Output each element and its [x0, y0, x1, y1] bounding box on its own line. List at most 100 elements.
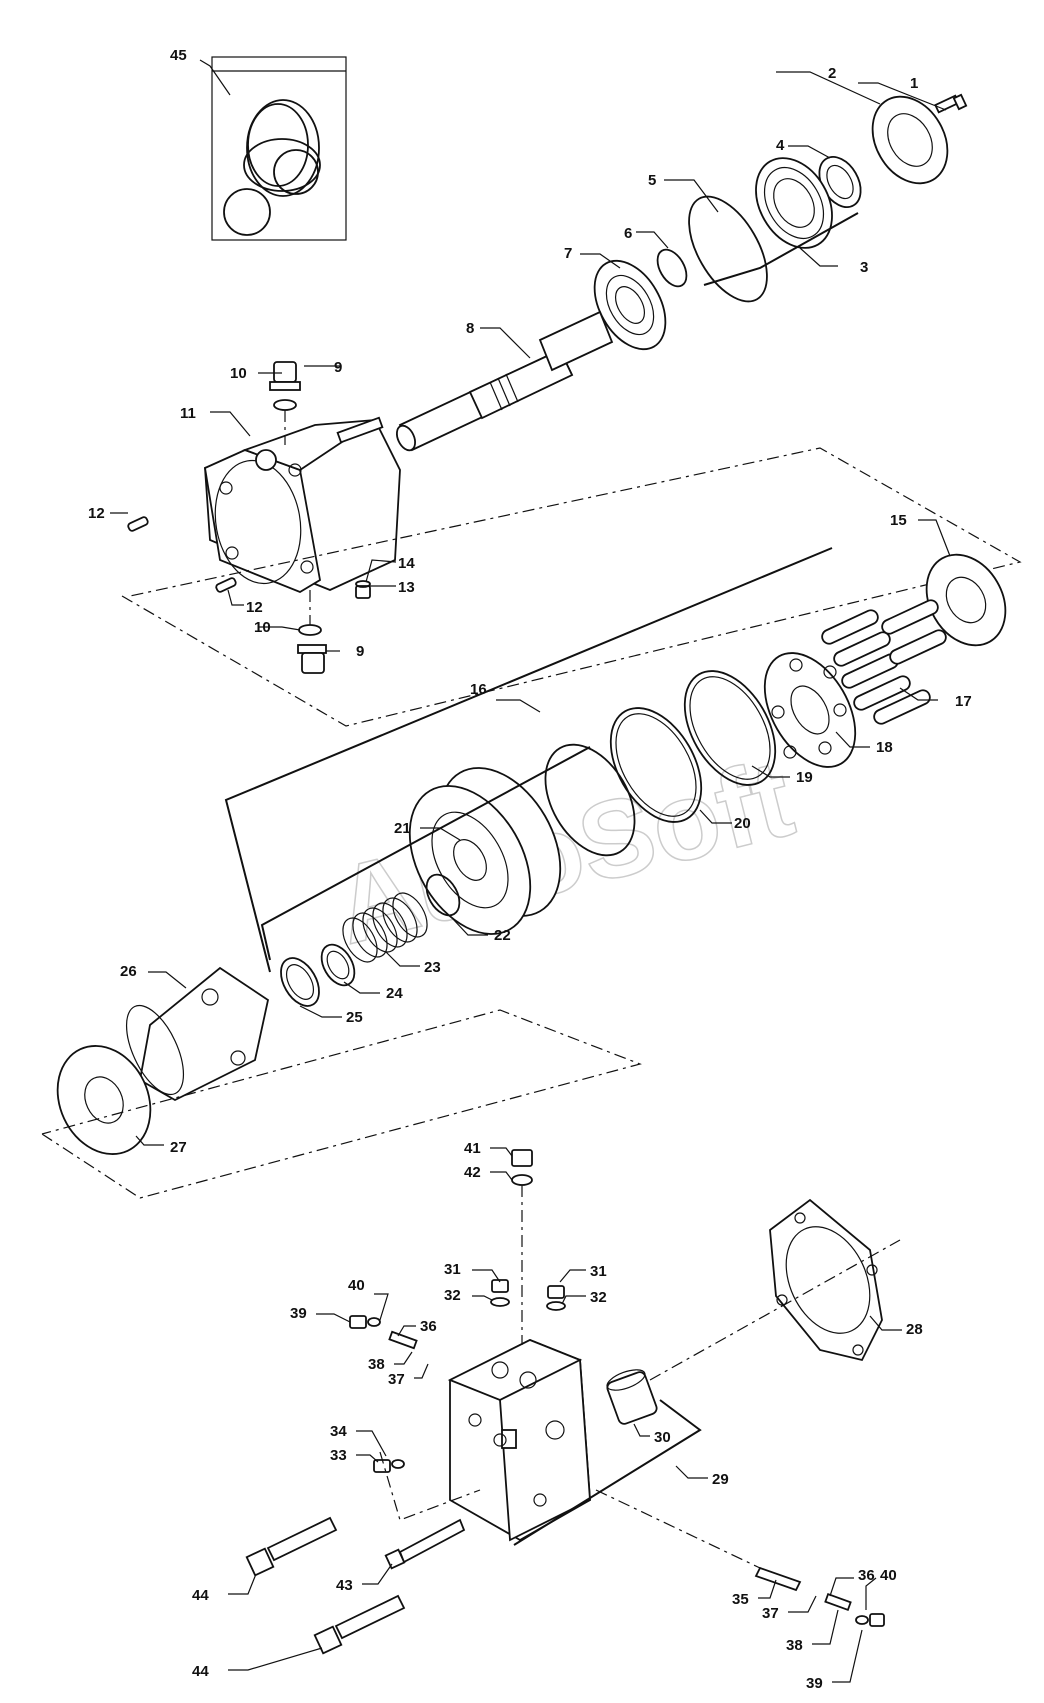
callout-43: 43: [336, 1577, 353, 1594]
dowel-pin-upper: [127, 516, 149, 532]
callout-24: 24: [386, 985, 403, 1002]
callout-32-right: 32: [590, 1289, 607, 1306]
valve-plate: [56, 1045, 152, 1155]
group-bracket-21: [260, 746, 591, 961]
callout-40-upper: 40: [348, 1277, 365, 1294]
callout-4: 4: [776, 137, 785, 154]
thrust-washer: [280, 957, 320, 1007]
callout-38-upper: 38: [368, 1356, 385, 1373]
port-block: [447, 1339, 591, 1542]
seal-ring: [818, 156, 862, 208]
callout-12-upper: 12: [88, 505, 105, 522]
valve-35: [754, 1566, 802, 1592]
assembly-line-gasket: [649, 1239, 901, 1381]
assembly-line-upper: [121, 447, 1022, 727]
shaft-seal: [755, 157, 833, 249]
bolt-44-lower: [313, 1594, 406, 1655]
group-bracket-3: [703, 212, 859, 286]
bolt-43: [384, 1518, 466, 1570]
callout-15: 15: [890, 512, 907, 529]
callout-9-bottom: 9: [356, 643, 364, 660]
pistons: [821, 599, 947, 725]
callout-39-upper: 39: [290, 1305, 307, 1322]
callout-30: 30: [654, 1429, 671, 1446]
callout-16: 16: [470, 681, 487, 698]
callout-23: 23: [424, 959, 441, 976]
spring: [342, 892, 428, 963]
callout-5: 5: [648, 172, 656, 189]
callout-10-bottom: 10: [254, 619, 271, 636]
assembly-line-valve: [595, 1489, 761, 1569]
retaining-plate: [925, 553, 1007, 647]
assembly-line-middle: [41, 1009, 642, 1199]
bushing: [606, 1369, 658, 1425]
plug-39-lower: [855, 1613, 885, 1627]
callout-41: 41: [464, 1140, 481, 1157]
callout-20: 20: [734, 815, 751, 832]
callout-7: 7: [564, 245, 572, 262]
drive-shaft: [396, 310, 614, 452]
plug-31-left: [490, 1279, 510, 1307]
callout-44-lower: 44: [192, 1663, 209, 1680]
callout-9-top: 9: [334, 359, 342, 376]
callout-6: 6: [624, 225, 632, 242]
callout-45: 45: [170, 47, 187, 64]
plug-39-upper: [349, 1315, 381, 1329]
snap-ring: [656, 248, 688, 288]
retainer-plate: [763, 652, 857, 768]
callout-2: 2: [828, 65, 836, 82]
cylinder-ring: [544, 743, 636, 857]
callout-40-lower: 40: [880, 1567, 897, 1584]
spring-38-lower: [824, 1592, 852, 1612]
callout-28: 28: [906, 1321, 923, 1338]
dowel-pin-lower: [215, 577, 237, 593]
callout-36-upper: 36: [420, 1318, 437, 1335]
plug-top: [269, 361, 301, 445]
callout-26: 26: [120, 963, 137, 980]
callout-12-lower: 12: [246, 599, 263, 616]
plug-41: [511, 1149, 533, 1345]
callout-labels: 1 2 3 4 5 6 7 8 9 10 11 12 12 13 14 10 9…: [88, 47, 972, 1692]
orifice-plug: [355, 580, 371, 599]
seal-kit-bag: [211, 56, 347, 241]
pump-housing: [204, 416, 401, 594]
callout-3: 3: [860, 259, 868, 276]
callout-18: 18: [876, 739, 893, 756]
callout-38-lower: 38: [786, 1637, 803, 1654]
spring-seat: [320, 943, 356, 987]
callout-27: 27: [170, 1139, 187, 1156]
callout-25: 25: [346, 1009, 363, 1026]
callout-21: 21: [394, 820, 411, 837]
screw: [934, 93, 968, 114]
callout-36-lower: 36: [858, 1567, 875, 1584]
callout-29: 29: [712, 1471, 729, 1488]
swash-plate: [683, 670, 777, 786]
o-ring-large: [688, 195, 768, 303]
callout-42: 42: [464, 1164, 481, 1181]
assembly-line-lower: [379, 1451, 481, 1521]
callout-8: 8: [466, 320, 474, 337]
spring-washer: [425, 873, 461, 917]
callout-34: 34: [330, 1423, 347, 1440]
plug-33: [373, 1459, 405, 1473]
callout-17: 17: [955, 693, 972, 710]
spring-38-upper: [388, 1330, 418, 1350]
callout-33: 33: [330, 1447, 347, 1464]
callout-32-left: 32: [444, 1287, 461, 1304]
callout-31-right: 31: [590, 1263, 607, 1280]
callout-10-top: 10: [230, 365, 247, 382]
leader-lines: [110, 59, 951, 1683]
callout-35: 35: [732, 1591, 749, 1608]
plug-31-right: [546, 1285, 566, 1311]
callout-37-lower: 37: [762, 1605, 779, 1622]
callout-37-upper: 37: [388, 1371, 405, 1388]
group-bracket-29: [513, 1399, 702, 1546]
group-bracket-16: [224, 547, 833, 973]
plug-bottom: [297, 590, 327, 674]
bolt-44-upper: [245, 1516, 338, 1577]
callout-13: 13: [398, 579, 415, 596]
callout-31-left: 31: [444, 1261, 461, 1278]
thrust-plate: [609, 707, 703, 823]
callout-39-lower: 39: [806, 1675, 823, 1692]
